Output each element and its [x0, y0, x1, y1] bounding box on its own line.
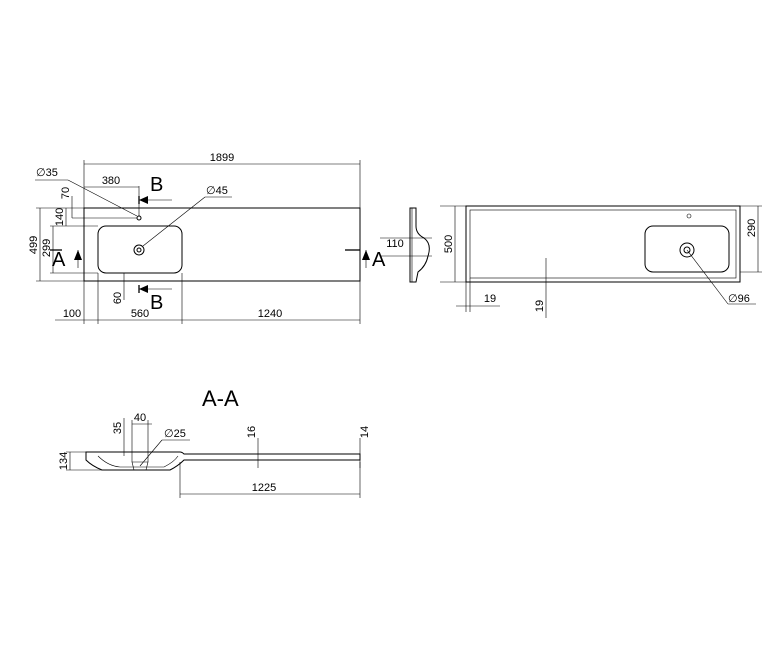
section-a-right-label: A [372, 249, 386, 271]
dim-tap-offset: 380 [102, 175, 120, 187]
section-aa-title: A-A [202, 386, 239, 411]
dim-shelf-length: 1225 [252, 482, 276, 494]
section-b-bottom-label: B [150, 292, 163, 314]
dim-front-depth: 500 [443, 235, 455, 253]
tap-hole [133, 244, 145, 256]
dim-tap-diameter: ∅45 [206, 185, 228, 197]
dim-edge-bottom: 19 [534, 300, 546, 312]
top-view: 1899 380 ∅35 ∅45 B B A A 49 [28, 152, 386, 324]
dim-section-drain-offset-b: 40 [134, 412, 146, 424]
dim-bowl-depth: 299 [41, 239, 53, 257]
dim-edge-left: 19 [484, 293, 496, 305]
dim-front-bowl-depth: 290 [746, 219, 758, 237]
dim-left-margin: 100 [63, 308, 81, 320]
section-b-top-label: B [150, 174, 163, 196]
dim-bowl-bottom-margin: 60 [112, 292, 124, 304]
side-view-profile [409, 207, 430, 283]
front-view-outline [465, 205, 741, 283]
dim-section-drain-offset-a: 35 [112, 422, 124, 434]
section-aa: A-A 134 35 40 ∅25 16 14 1225 [58, 386, 371, 498]
dim-bowl-length: 560 [131, 308, 149, 320]
top-view-bowl [97, 225, 183, 274]
top-view-outline [83, 207, 361, 282]
dim-section-height: 134 [58, 452, 70, 470]
front-view-bowl [644, 225, 730, 273]
dim-overall-length: 1899 [210, 152, 234, 164]
section-a-left-label: A [52, 249, 66, 271]
dim-overflow-offset: 70 [60, 187, 72, 199]
overflow-hole [136, 215, 142, 221]
dim-section-drain-diameter: ∅25 [164, 428, 186, 440]
side-view: 110 [380, 207, 432, 283]
dim-section-thickness-mid: 16 [246, 426, 258, 438]
dim-drain-diameter: ∅96 [728, 293, 750, 305]
dim-bowl-front-offset: 140 [54, 208, 66, 226]
dim-section-thickness-end: 14 [359, 426, 371, 438]
dim-overflow-diameter: ∅35 [36, 167, 58, 179]
dim-side-bowl-height: 110 [386, 238, 404, 250]
drain-hole [679, 242, 695, 258]
front-view: 500 290 19 19 ∅96 [440, 205, 762, 318]
dim-right-extension: 1240 [258, 308, 282, 320]
dim-overall-depth: 499 [28, 236, 40, 254]
section-aa-profile [85, 451, 361, 471]
